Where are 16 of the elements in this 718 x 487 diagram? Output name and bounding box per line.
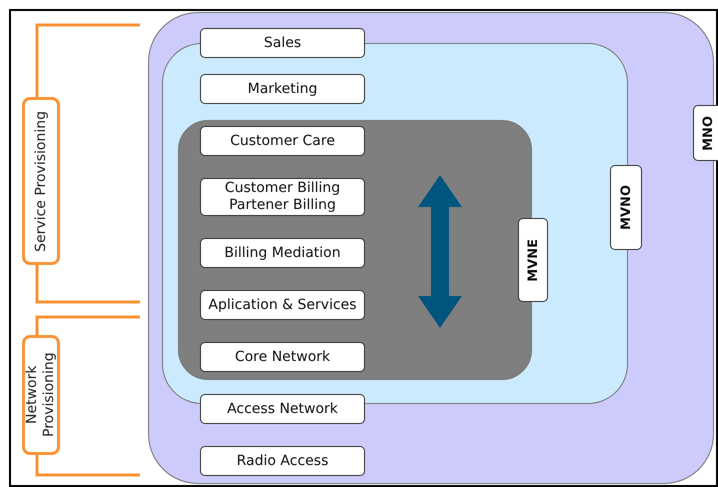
layer-box: Marketing bbox=[200, 74, 365, 104]
layer-box: Aplication & Services bbox=[200, 290, 365, 320]
region-tab: MVNE bbox=[518, 218, 548, 302]
layer-box: Billing Mediation bbox=[200, 238, 365, 268]
region-tab: MNO bbox=[693, 105, 718, 161]
group-label-box: Network Provisioning bbox=[22, 335, 60, 455]
layer-box: Customer Care bbox=[200, 126, 365, 156]
layer-box: Radio Access bbox=[200, 446, 365, 476]
region-tab: MVNO bbox=[610, 165, 642, 250]
layer-box: Access Network bbox=[200, 394, 365, 424]
layer-text: Customer Billing bbox=[224, 180, 340, 197]
group-label-box: Service Provisioning bbox=[22, 97, 60, 265]
layer-box: Sales bbox=[200, 28, 365, 58]
layer-text: Partener Billing bbox=[229, 197, 336, 214]
layer-box: Core Network bbox=[200, 342, 365, 372]
layer-box bbox=[200, 178, 365, 216]
